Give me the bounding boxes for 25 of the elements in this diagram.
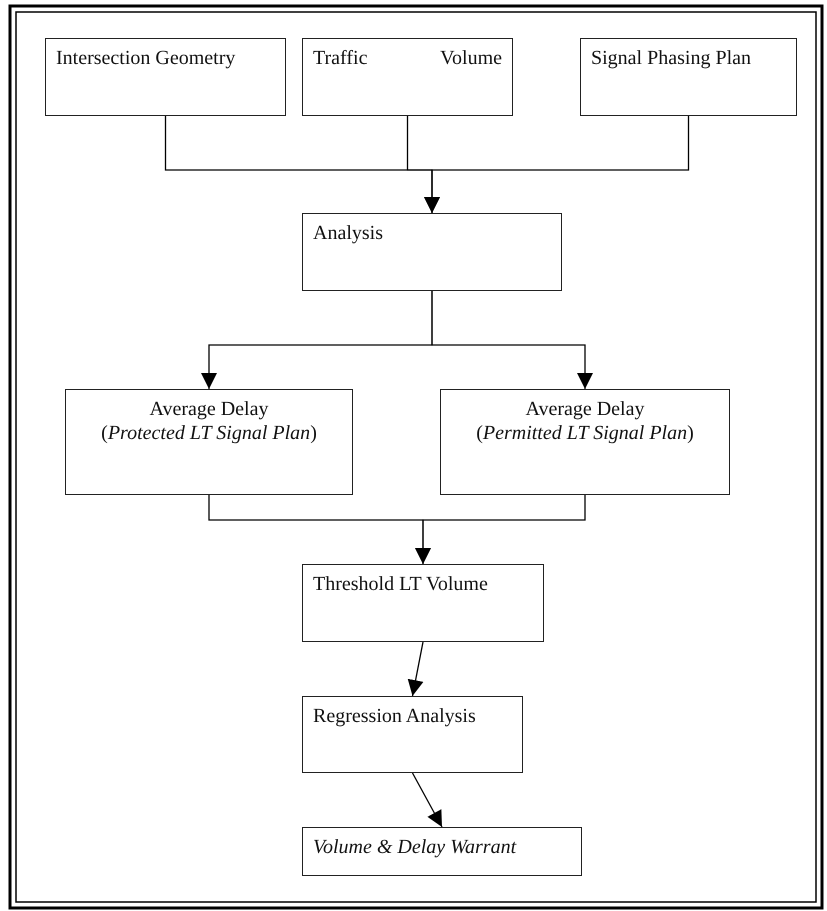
box-label: Intersection Geometry <box>56 46 236 70</box>
box-label: Signal Phasing Plan <box>591 46 752 70</box>
box-label: Traffic Volume <box>313 46 502 70</box>
process-box <box>302 564 544 642</box>
box-label: (Permitted LT Signal Plan) <box>475 421 695 445</box>
arrow <box>415 495 586 564</box>
box-label: Average Delay <box>148 397 270 421</box>
process-box <box>45 38 286 116</box>
process-box <box>302 38 513 116</box>
process-box <box>65 389 353 495</box>
process-box <box>302 696 523 773</box>
box-label: Regression Analysis <box>313 704 477 728</box>
process-box <box>580 38 797 116</box>
arrow <box>408 642 424 696</box>
box-label: (Protected LT Signal Plan) <box>100 421 318 445</box>
box-label: Threshold LT Volume <box>313 572 489 596</box>
box-label: Average Delay <box>524 397 646 421</box>
arrow <box>424 116 690 213</box>
process-box <box>302 827 582 876</box>
box-label: Volume & Delay Warrant <box>313 835 518 859</box>
process-box <box>302 213 562 291</box>
arrow <box>412 772 443 828</box>
process-box <box>440 389 730 495</box>
box-label: Analysis <box>313 221 384 245</box>
arrow <box>431 291 593 389</box>
